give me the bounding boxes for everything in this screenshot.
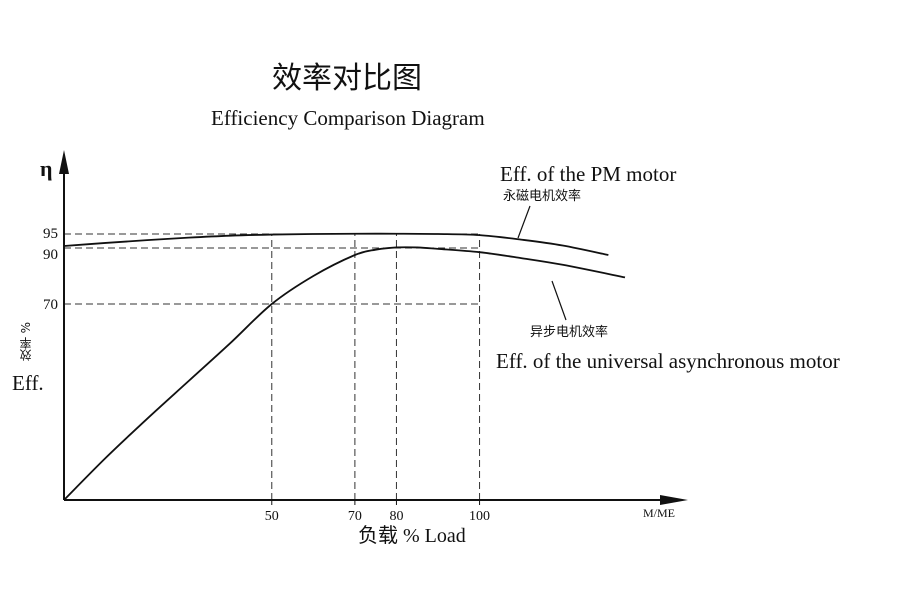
- x-tick-label-100: 100: [469, 509, 490, 524]
- y-axis-label-cn: 效率 %: [19, 322, 33, 362]
- chart-title: 效率对比图: [272, 62, 422, 95]
- y-tick-label-70: 70: [43, 297, 58, 313]
- async-motor-label-cn: 异步电机效率: [530, 325, 609, 340]
- x-tick-label-70: 70: [348, 509, 362, 524]
- y-tick-label-90: 90: [43, 247, 58, 263]
- async-motor-efficiency-line: [63, 246, 626, 501]
- x-tick-label-80: 80: [389, 509, 403, 524]
- pm-motor-efficiency-line: [63, 232, 609, 256]
- y-tick-label-95: 95: [43, 226, 58, 242]
- async-motor-label: Eff. of the universal asynchronous motor: [496, 349, 840, 373]
- pm-motor-label: Eff. of the PM motor: [500, 162, 677, 186]
- x-axis-unit: M/ME: [643, 506, 676, 520]
- pm-motor-leader-line: [517, 205, 531, 239]
- x-tick-label-50: 50: [265, 509, 279, 524]
- y-axis-arrow: [59, 150, 69, 174]
- chart-subtitle: Efficiency Comparison Diagram: [211, 106, 485, 130]
- x-axis-label: 负载 % Load: [358, 525, 466, 547]
- y-axis-label: Eff.: [12, 371, 44, 395]
- x-axis-arrow: [660, 495, 688, 505]
- y-axis-symbol: η: [40, 156, 53, 181]
- async-motor-leader-line: [551, 280, 567, 321]
- pm-motor-label-cn: 永磁电机效率: [503, 189, 582, 204]
